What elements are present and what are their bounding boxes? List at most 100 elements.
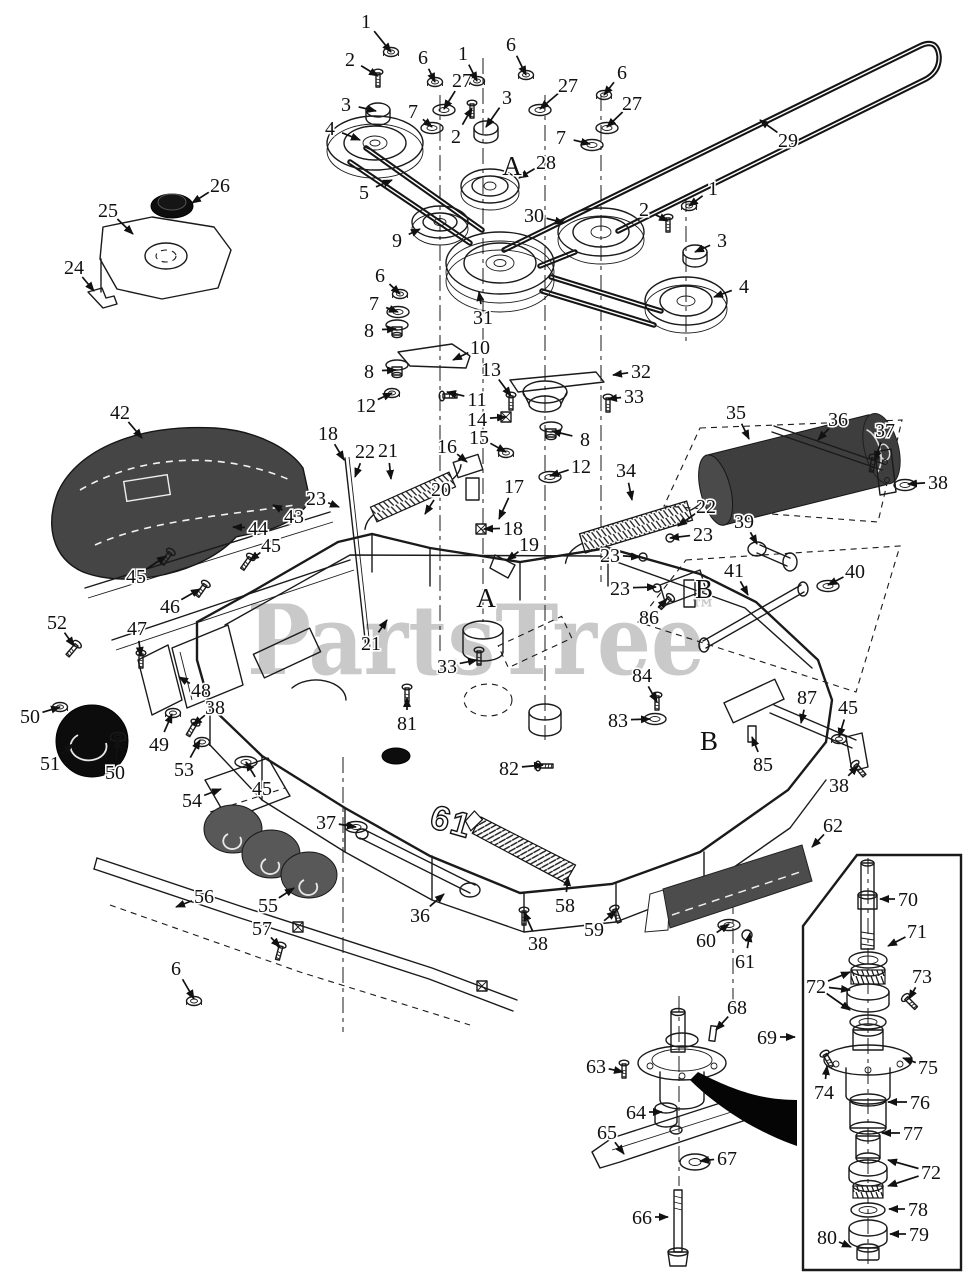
callout-38: 38	[192, 695, 227, 726]
spring-21	[364, 463, 462, 531]
callout-number: 5	[359, 182, 369, 204]
callout-number: 50	[105, 762, 125, 784]
callout-number: 38	[528, 933, 548, 955]
callout-80: 80	[815, 1225, 852, 1251]
callout-2: 2	[637, 197, 669, 223]
callout-number: 83	[608, 710, 628, 732]
callout-76: 76	[887, 1090, 932, 1116]
callout-42: 42	[108, 400, 143, 439]
callout-38: 38	[907, 470, 950, 496]
callout-78: 78	[888, 1197, 930, 1223]
callout-41: 41	[722, 558, 749, 596]
callout-2: 2	[449, 107, 473, 150]
callout-number: 52	[47, 612, 67, 634]
callout-number: 47	[127, 618, 147, 640]
callout-59: 59	[582, 910, 617, 943]
callout-number: 3	[341, 94, 351, 116]
callout-70: 70	[879, 887, 920, 913]
callout-8: 8	[551, 427, 592, 453]
callout-81: 81	[395, 697, 419, 737]
callout-number: 6	[375, 265, 385, 287]
callout-number: 82	[499, 758, 519, 780]
callout-54: 54	[180, 788, 222, 814]
callout-number: 77	[903, 1123, 923, 1145]
callout-44: 44	[232, 516, 270, 542]
callout-21: 21	[359, 619, 388, 657]
callout-38: 38	[827, 765, 859, 799]
callout-number: 23	[600, 545, 620, 567]
callout-26: 26	[191, 173, 232, 204]
callout-16: 16	[435, 434, 468, 463]
wear-strip	[644, 844, 813, 941]
callout-number: 66	[632, 1207, 652, 1229]
callout-15: 15	[467, 425, 507, 453]
callout-61: 61	[733, 932, 757, 975]
callout-8: 8	[362, 359, 397, 385]
callout-number: 31	[473, 307, 493, 329]
callout-number: 7	[369, 293, 379, 315]
callout-number: 75	[918, 1057, 938, 1079]
callout-number: 78	[908, 1199, 928, 1221]
callout-22: 22	[353, 439, 377, 478]
callout-number: 13	[481, 359, 501, 381]
callout-number: 71	[907, 921, 927, 943]
callout-number: 16	[437, 436, 457, 458]
callout-number: 22	[696, 496, 716, 518]
callout-9: 9	[390, 228, 421, 254]
callout-33: 33	[435, 654, 478, 680]
callout-23: 23	[304, 486, 340, 512]
callout-number: 72	[921, 1162, 941, 1184]
callout-7: 7	[554, 125, 591, 151]
callout-number: 24	[64, 257, 84, 279]
callout-4: 4	[323, 116, 361, 142]
callout-7: 7	[367, 291, 399, 317]
callout-73: 73	[908, 964, 934, 1000]
callout-number: 4	[325, 118, 335, 140]
callout-number: 6	[418, 47, 428, 69]
callout-number: 2	[451, 126, 461, 148]
callout-number: 58	[555, 895, 575, 917]
callout-number: 37	[316, 812, 336, 834]
callout-3: 3	[694, 228, 729, 254]
callout-14: 14	[465, 407, 507, 433]
callout-number: 42	[110, 402, 130, 424]
callout-number: 27	[622, 93, 642, 115]
callout-number: 6	[506, 34, 516, 56]
callout-49: 49	[147, 713, 173, 758]
callout-1: 1	[688, 176, 720, 207]
callout-number: 35	[726, 402, 746, 424]
view-label-B: B	[700, 726, 718, 756]
callout-19: 19	[506, 532, 541, 561]
callout-32: 32	[612, 359, 653, 385]
callout-69: 69	[755, 1025, 796, 1051]
cover-plate	[87, 193, 232, 309]
callout-84: 84	[630, 663, 658, 703]
callout-21: 21	[376, 438, 400, 480]
pulleys	[326, 115, 728, 334]
callout-number: 17	[504, 476, 524, 498]
callout-number: 46	[160, 596, 180, 618]
callout-number: 29	[778, 130, 798, 152]
callout-number: 74	[814, 1082, 834, 1104]
callout-45: 45	[245, 761, 274, 802]
callout-36: 36	[817, 407, 850, 441]
callout-6: 6	[373, 263, 401, 295]
callout-37: 37	[873, 418, 897, 461]
callout-6: 6	[416, 45, 436, 83]
callout-number: 57	[252, 918, 272, 940]
callout-number: 84	[632, 665, 652, 687]
callout-number: 33	[624, 386, 644, 408]
callout-number: 38	[928, 472, 948, 494]
discharge-chute	[51, 426, 311, 580]
callout-number: 79	[909, 1224, 929, 1246]
callout-number: 38	[829, 775, 849, 797]
callout-58: 58	[553, 876, 577, 919]
callout-60: 60	[694, 923, 730, 954]
line-art: 61	[51, 40, 963, 1272]
callout-71: 71	[887, 919, 929, 947]
callout-12: 12	[549, 454, 593, 480]
idler-9	[411, 205, 469, 246]
callout-72: 72	[887, 1158, 943, 1188]
callout-number: 8	[364, 361, 374, 383]
